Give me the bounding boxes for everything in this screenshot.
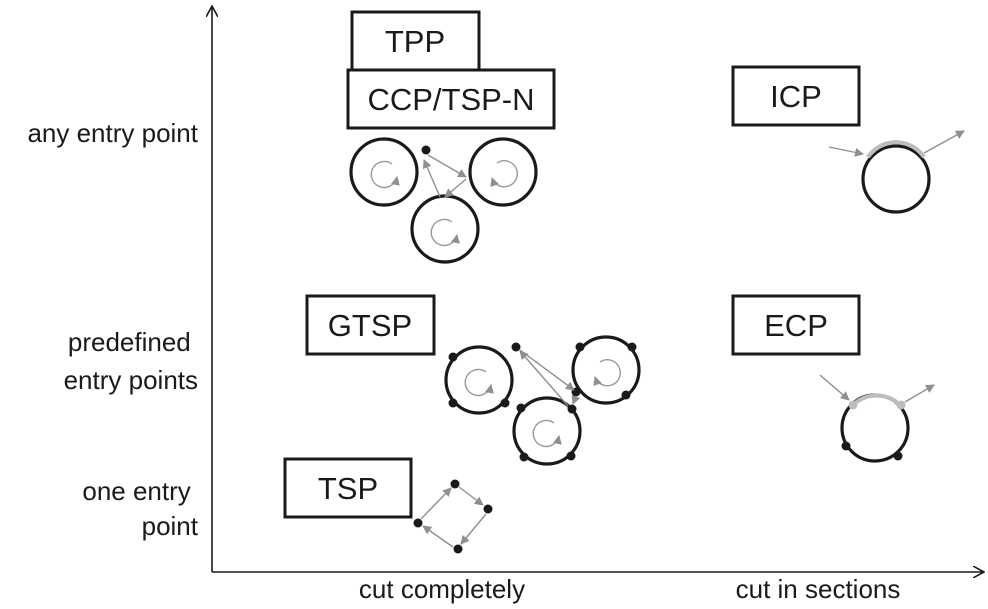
move-arrow xyxy=(519,349,575,391)
entry-point xyxy=(841,441,851,451)
entry-point xyxy=(483,504,493,514)
entry-point xyxy=(413,518,423,528)
cutting-direction-arrow xyxy=(370,160,400,189)
column-label-cut-completely: cut completely xyxy=(359,574,525,604)
entry-point xyxy=(519,452,529,462)
box-ccp-tsp-n: CCP/TSP-N xyxy=(346,68,556,130)
entry-point xyxy=(450,479,460,489)
entry-point xyxy=(516,403,526,413)
box-gtsp: GTSP xyxy=(305,294,436,356)
cutting-direction-arrow xyxy=(430,218,460,247)
cutting-direction-arrow xyxy=(464,368,494,397)
box-icp: ICP xyxy=(731,65,861,127)
move-arrow xyxy=(460,513,487,545)
sketch-one-entry xyxy=(413,479,493,554)
move-arrow xyxy=(427,154,467,178)
contour-circle xyxy=(444,345,514,415)
box-ecp: ECP xyxy=(731,294,861,356)
contour-circle xyxy=(571,335,641,405)
move-arrow xyxy=(444,178,467,198)
cutting-direction-arrow xyxy=(593,359,621,387)
box-tpp: TPP xyxy=(350,10,481,72)
column-label-cut-in-sections: cut in sections xyxy=(736,574,901,604)
entry-point xyxy=(848,400,858,410)
leave-arrow xyxy=(923,130,965,154)
cut-section xyxy=(866,140,926,159)
cutting-direction-arrow xyxy=(532,419,562,448)
box-icp-label: ICP xyxy=(770,79,822,114)
box-gtsp-label: GTSP xyxy=(328,308,412,343)
box-tpp-label: TPP xyxy=(385,24,445,59)
entry-point xyxy=(627,342,637,352)
cutting-direction-arrow xyxy=(490,160,518,188)
entry-point xyxy=(448,352,458,362)
contour-circle xyxy=(468,137,538,207)
move-arrow xyxy=(458,486,484,506)
entry-point xyxy=(453,544,463,554)
contour-circle xyxy=(861,144,931,214)
entry-point xyxy=(893,451,903,461)
entry-point xyxy=(621,390,631,400)
contour-circle xyxy=(410,194,480,264)
row-label-one-entry-point: one entry point xyxy=(82,476,198,541)
sketch-any-entry-sections xyxy=(828,130,965,214)
sketch-predefined-entry-complete xyxy=(444,335,641,466)
start-point xyxy=(421,145,431,155)
move-arrow xyxy=(571,394,581,405)
move-arrow xyxy=(423,159,441,198)
entry-point xyxy=(567,404,577,414)
contour-circle xyxy=(512,396,582,466)
leave-arrow xyxy=(904,384,935,403)
entry-point xyxy=(566,451,576,461)
box-tsp-label: TSP xyxy=(318,471,378,506)
sketch-any-entry-complete xyxy=(349,137,538,264)
entry-point xyxy=(500,398,510,408)
move-arrow xyxy=(519,350,569,407)
move-arrow xyxy=(422,525,454,548)
entry-point xyxy=(448,398,458,408)
move-arrow xyxy=(420,487,452,520)
approach-arrow xyxy=(828,146,864,157)
entry-point xyxy=(575,342,585,352)
box-tsp: TSP xyxy=(283,457,413,519)
contour-circle xyxy=(349,137,419,207)
row-label-any-entry-point: any entry point xyxy=(27,118,198,148)
sketch-predefined-entry-sections xyxy=(819,374,935,463)
entry-point xyxy=(896,400,906,410)
box-ecp-label: ECP xyxy=(764,308,828,343)
approach-arrow xyxy=(819,374,850,401)
row-label-predefined-entry-points: predefined entry points xyxy=(64,327,198,395)
box-ccp-tsp-n-label: CCP/TSP-N xyxy=(367,82,534,117)
start-point xyxy=(511,342,521,352)
cut-section xyxy=(851,393,902,407)
